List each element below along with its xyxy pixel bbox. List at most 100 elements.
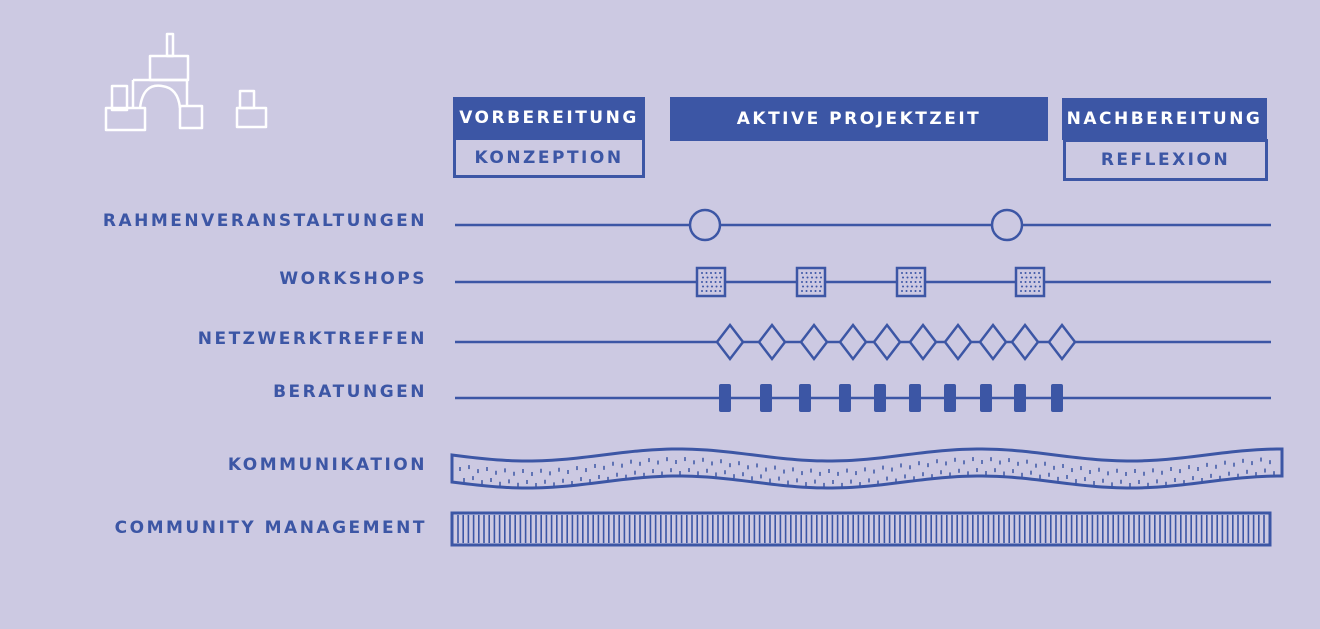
texture-dot xyxy=(815,276,818,279)
texture-dot xyxy=(1033,281,1036,283)
texture-dot xyxy=(915,276,918,279)
texture-dot xyxy=(906,285,909,288)
texture-dot xyxy=(810,272,812,274)
texture-dot xyxy=(901,290,903,292)
texture-dot xyxy=(1020,272,1022,274)
texture-dot xyxy=(1033,272,1036,274)
texture-dot xyxy=(915,285,918,288)
texture-dot xyxy=(1024,281,1027,283)
meeting-diamond-marker xyxy=(908,322,938,362)
texture-dot xyxy=(911,285,913,288)
meeting-diamond-marker xyxy=(1010,322,1040,362)
texture-dot xyxy=(719,272,721,274)
texture-dot xyxy=(1030,276,1032,279)
texture-dot xyxy=(810,281,812,283)
texture-dot xyxy=(905,272,908,274)
texture-dot xyxy=(702,285,704,288)
phase-aktive-projektzeit: Aktive Projektzeit xyxy=(670,97,1048,141)
texture-dot xyxy=(1029,290,1031,292)
texture-dot xyxy=(814,272,817,274)
texture-dot xyxy=(920,276,922,279)
texture-dot xyxy=(720,285,722,288)
texture-dot xyxy=(805,290,808,292)
texture-dot xyxy=(905,290,908,292)
phase-reflexion: Reflexion xyxy=(1063,139,1268,181)
texture-dot xyxy=(714,290,717,292)
texture-dot xyxy=(1020,281,1022,283)
logo-castle-icon xyxy=(104,32,268,132)
texture-dot xyxy=(719,290,721,292)
event-circle-marker xyxy=(688,208,722,242)
texture-dot xyxy=(801,272,803,274)
texture-dot xyxy=(914,272,917,274)
meeting-diamond-marker xyxy=(715,322,745,362)
texture-dot xyxy=(906,276,909,279)
texture-dot xyxy=(905,281,908,283)
phase-nachbereitung: Nachbereitung xyxy=(1062,98,1267,140)
texture-dot xyxy=(811,276,813,279)
texture-dot xyxy=(910,272,912,274)
texture-dot xyxy=(901,281,903,283)
row-label-beratungen: Beratungen xyxy=(273,382,427,402)
row-label-community-management: Community Management xyxy=(114,518,427,538)
texture-dot xyxy=(702,276,704,279)
row-label-netzwerktreffen: Netzwerktreffen xyxy=(197,329,427,349)
texture-dot xyxy=(715,285,718,288)
texture-dot xyxy=(701,272,703,274)
consultation-bar-marker xyxy=(1014,384,1026,412)
texture-dot xyxy=(701,281,703,283)
consultation-bar-marker xyxy=(944,384,956,412)
texture-dot xyxy=(1024,290,1027,292)
consultation-bar-marker xyxy=(719,384,731,412)
texture-dot xyxy=(1025,285,1028,288)
texture-dot xyxy=(910,290,912,292)
texture-dot xyxy=(715,276,718,279)
consultation-bar-marker xyxy=(909,384,921,412)
texture-dot xyxy=(1029,272,1031,274)
consultation-bar-marker xyxy=(1051,384,1063,412)
texture-dot xyxy=(1025,276,1028,279)
meeting-diamond-marker xyxy=(799,322,829,362)
meeting-diamond-marker xyxy=(978,322,1008,362)
texture-dot xyxy=(1034,285,1037,288)
texture-dot xyxy=(806,276,809,279)
texture-dot xyxy=(1021,276,1023,279)
texture-dot xyxy=(811,285,813,288)
texture-dot xyxy=(711,276,713,279)
texture-dot xyxy=(710,290,712,292)
consultation-bar-marker xyxy=(799,384,811,412)
texture-dot xyxy=(911,276,913,279)
row-label-kommunikation: Kommunikation xyxy=(227,455,427,475)
texture-dot xyxy=(805,281,808,283)
texture-dot xyxy=(1030,285,1032,288)
texture-dot xyxy=(914,290,917,292)
row-label-rahmenveranstaltungen: Rahmenveranstaltungen xyxy=(102,211,427,231)
texture-dot xyxy=(720,276,722,279)
texture-dot xyxy=(1029,281,1031,283)
meeting-diamond-marker xyxy=(838,322,868,362)
texture-dot xyxy=(1020,290,1022,292)
consultation-bar-marker xyxy=(760,384,772,412)
texture-dot xyxy=(710,272,712,274)
texture-dot xyxy=(810,290,812,292)
texture-dot xyxy=(815,285,818,288)
texture-dot xyxy=(914,281,917,283)
phase-konzeption: Konzeption xyxy=(453,137,645,178)
texture-dot xyxy=(820,276,822,279)
texture-dot xyxy=(714,272,717,274)
texture-dot xyxy=(805,272,808,274)
texture-dot xyxy=(1024,272,1027,274)
texture-dot xyxy=(705,272,708,274)
meeting-diamond-marker xyxy=(757,322,787,362)
texture-dot xyxy=(806,285,809,288)
consultation-bar-marker xyxy=(980,384,992,412)
meeting-diamond-marker xyxy=(943,322,973,362)
texture-dot xyxy=(802,285,804,288)
row-label-workshops: Workshops xyxy=(279,269,427,289)
texture-dot xyxy=(802,276,804,279)
texture-dot xyxy=(820,285,822,288)
texture-dot xyxy=(819,272,821,274)
texture-dot xyxy=(814,290,817,292)
texture-dot xyxy=(902,285,904,288)
